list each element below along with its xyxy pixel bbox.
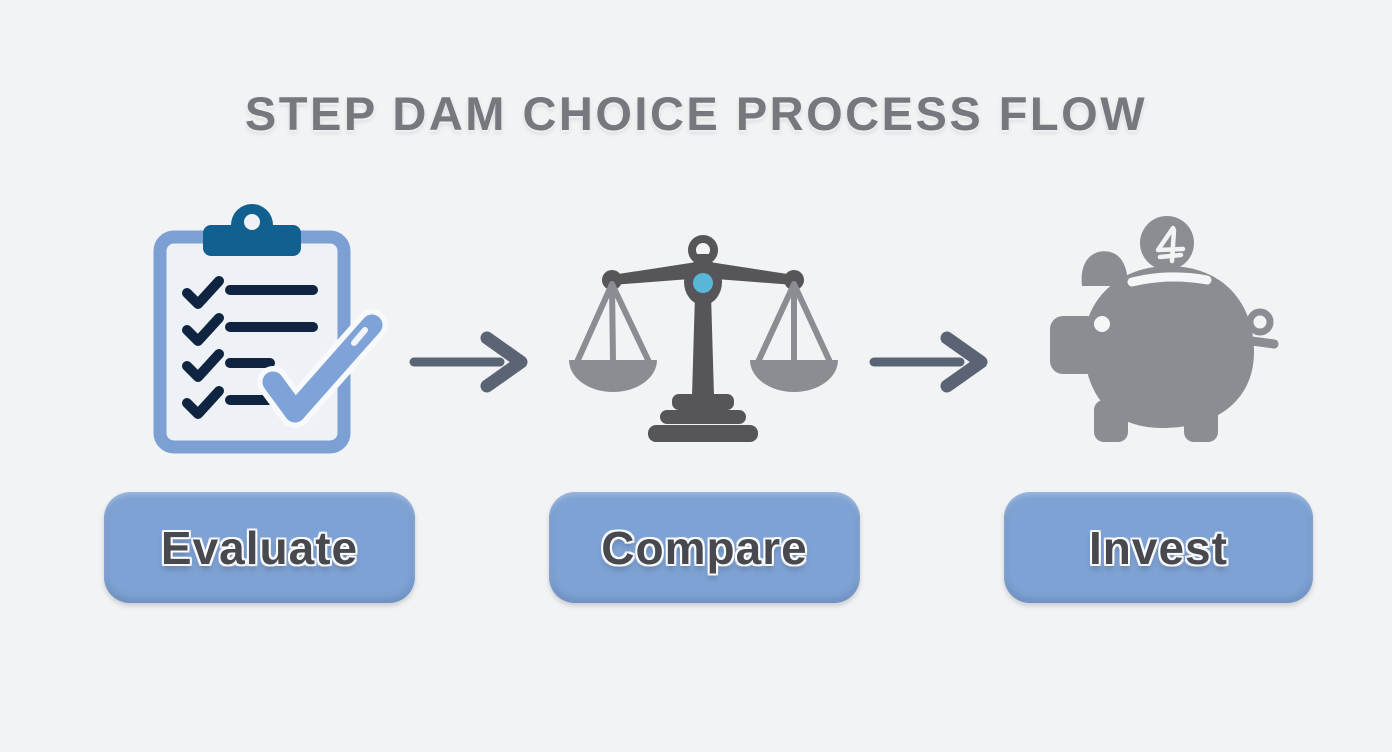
piggy-bank-icon [1050,216,1279,442]
balance-scale-icon [569,235,838,442]
step-button-evaluate[interactable]: Evaluate [104,492,415,603]
checklist-clipboard-icon [153,204,388,454]
step-button-label: Compare [601,521,808,574]
step-button-label: Evaluate [160,521,359,574]
step-button-invest[interactable]: Invest [1004,492,1313,603]
coin-currency-glyph [1155,225,1186,264]
page-title: STEP DAM CHOICE PROCESS FLOW [244,87,1148,140]
step-button-label: Invest [1089,521,1228,574]
step-button-compare[interactable]: Compare [549,492,860,603]
flow-arrow-icon [869,331,988,393]
flow-arrow-icon [409,331,528,393]
